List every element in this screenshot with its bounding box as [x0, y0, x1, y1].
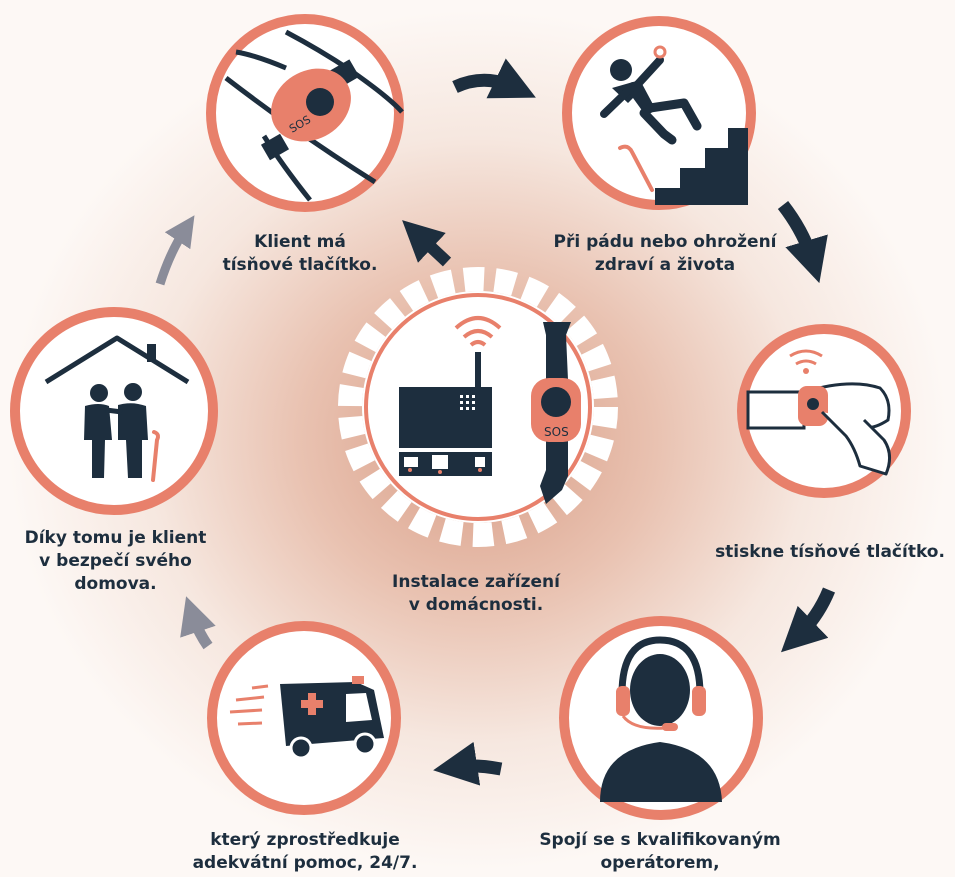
- step-3-circle: [737, 324, 911, 498]
- sos-label-center: SOS: [544, 425, 569, 439]
- step-2-caption: Při pádu nebo ohrožení zdraví a života: [553, 232, 777, 275]
- arrow-step1-to-step2: [452, 58, 536, 99]
- arrow-step6-to-step1: [155, 215, 195, 286]
- flow-arrows: [155, 58, 836, 786]
- step-1-caption: Klient má tísňové tlačítko.: [222, 232, 378, 275]
- center-caption: Instalace zařízení v domácnosti.: [392, 572, 560, 615]
- base-station-and-sos-bracelet-icon: SOS: [399, 316, 581, 504]
- arrow-step5-to-step6: [180, 596, 216, 650]
- step-3-caption: stiskne tísňové tlačítko.: [715, 542, 945, 562]
- step-6-circle: [10, 307, 218, 515]
- arrow-step2-to-step3: [777, 201, 828, 284]
- elderly-couple-home-icon: [44, 335, 190, 482]
- step-4-caption: Spojí se s kvalifikovaným operátorem,: [539, 830, 781, 873]
- person-falling-on-stairs-icon: [600, 45, 748, 205]
- arrow-step4-to-step5: [433, 741, 503, 786]
- ambulance-icon: [229, 676, 384, 760]
- step-5-caption: který zprostředkuje adekvátní pomoc, 24/…: [192, 830, 418, 873]
- step-1-circle: SOS: [206, 14, 404, 212]
- operator-headset-icon: [600, 636, 722, 802]
- step-2-circle: [562, 16, 756, 210]
- arrow-step3-to-step4: [780, 587, 836, 653]
- step-4-circle: [559, 616, 763, 820]
- center-device-gear: SOS: [338, 267, 618, 547]
- wrist-sos-button-icon: SOS: [224, 29, 404, 202]
- hand-pressing-sos-button-icon: [746, 349, 891, 476]
- step-5-circle: [207, 621, 401, 815]
- arrow-center-to-step1: [402, 220, 452, 267]
- step-6-caption: Díky tomu je klient v bezpečí svého domo…: [24, 528, 207, 594]
